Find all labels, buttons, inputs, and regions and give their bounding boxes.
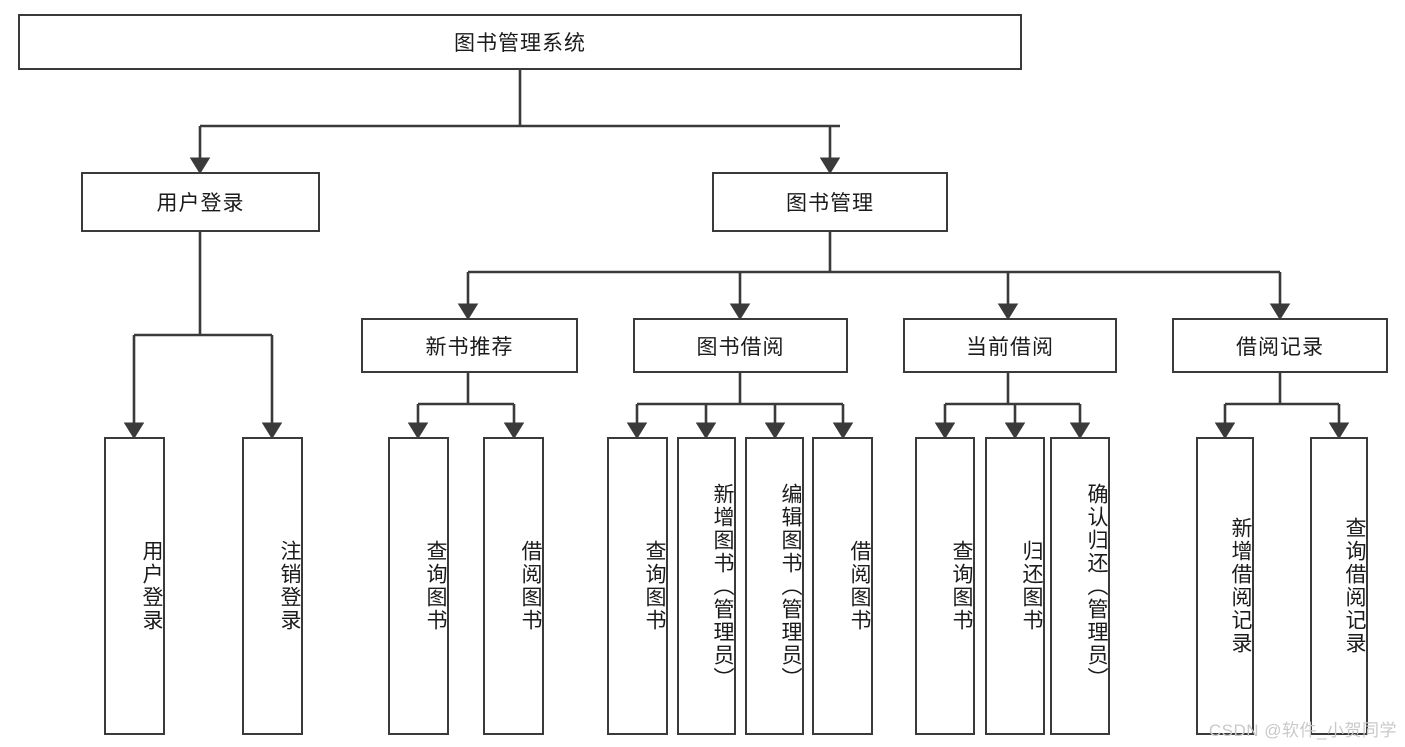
csdn-watermark: CSDN @软件_小贺同学	[1208, 721, 1397, 740]
node-new-book-recommend[interactable]: 新书推荐	[361, 318, 578, 373]
node-borrow-record[interactable]: 借阅记录	[1172, 318, 1388, 373]
leaf-confirm-return-admin[interactable]: 确认归还（管理员）	[1050, 437, 1110, 735]
node-current-borrow[interactable]: 当前借阅	[903, 318, 1117, 373]
leaf-user-login[interactable]: 用户登录	[104, 437, 165, 735]
leaf-query-book-current[interactable]: 查询图书	[915, 437, 975, 735]
node-book-management[interactable]: 图书管理	[712, 172, 948, 232]
leaf-borrow-book-newbook[interactable]: 借阅图书	[483, 437, 544, 735]
node-user-login[interactable]: 用户登录	[81, 172, 320, 232]
leaf-query-book-borrow[interactable]: 查询图书	[607, 437, 668, 735]
leaf-add-book-admin[interactable]: 新增图书（管理员）	[677, 437, 736, 735]
leaf-logout[interactable]: 注销登录	[242, 437, 303, 735]
leaf-borrow-book[interactable]: 借阅图书	[812, 437, 873, 735]
node-book-borrow[interactable]: 图书借阅	[633, 318, 848, 373]
leaf-query-borrow-record[interactable]: 查询借阅记录	[1310, 437, 1368, 735]
leaf-query-book-newbook[interactable]: 查询图书	[388, 437, 449, 735]
node-root[interactable]: 图书管理系统	[18, 14, 1022, 70]
leaf-return-book[interactable]: 归还图书	[985, 437, 1045, 735]
leaf-add-borrow-record[interactable]: 新增借阅记录	[1196, 437, 1254, 735]
leaf-edit-book-admin[interactable]: 编辑图书（管理员）	[745, 437, 804, 735]
